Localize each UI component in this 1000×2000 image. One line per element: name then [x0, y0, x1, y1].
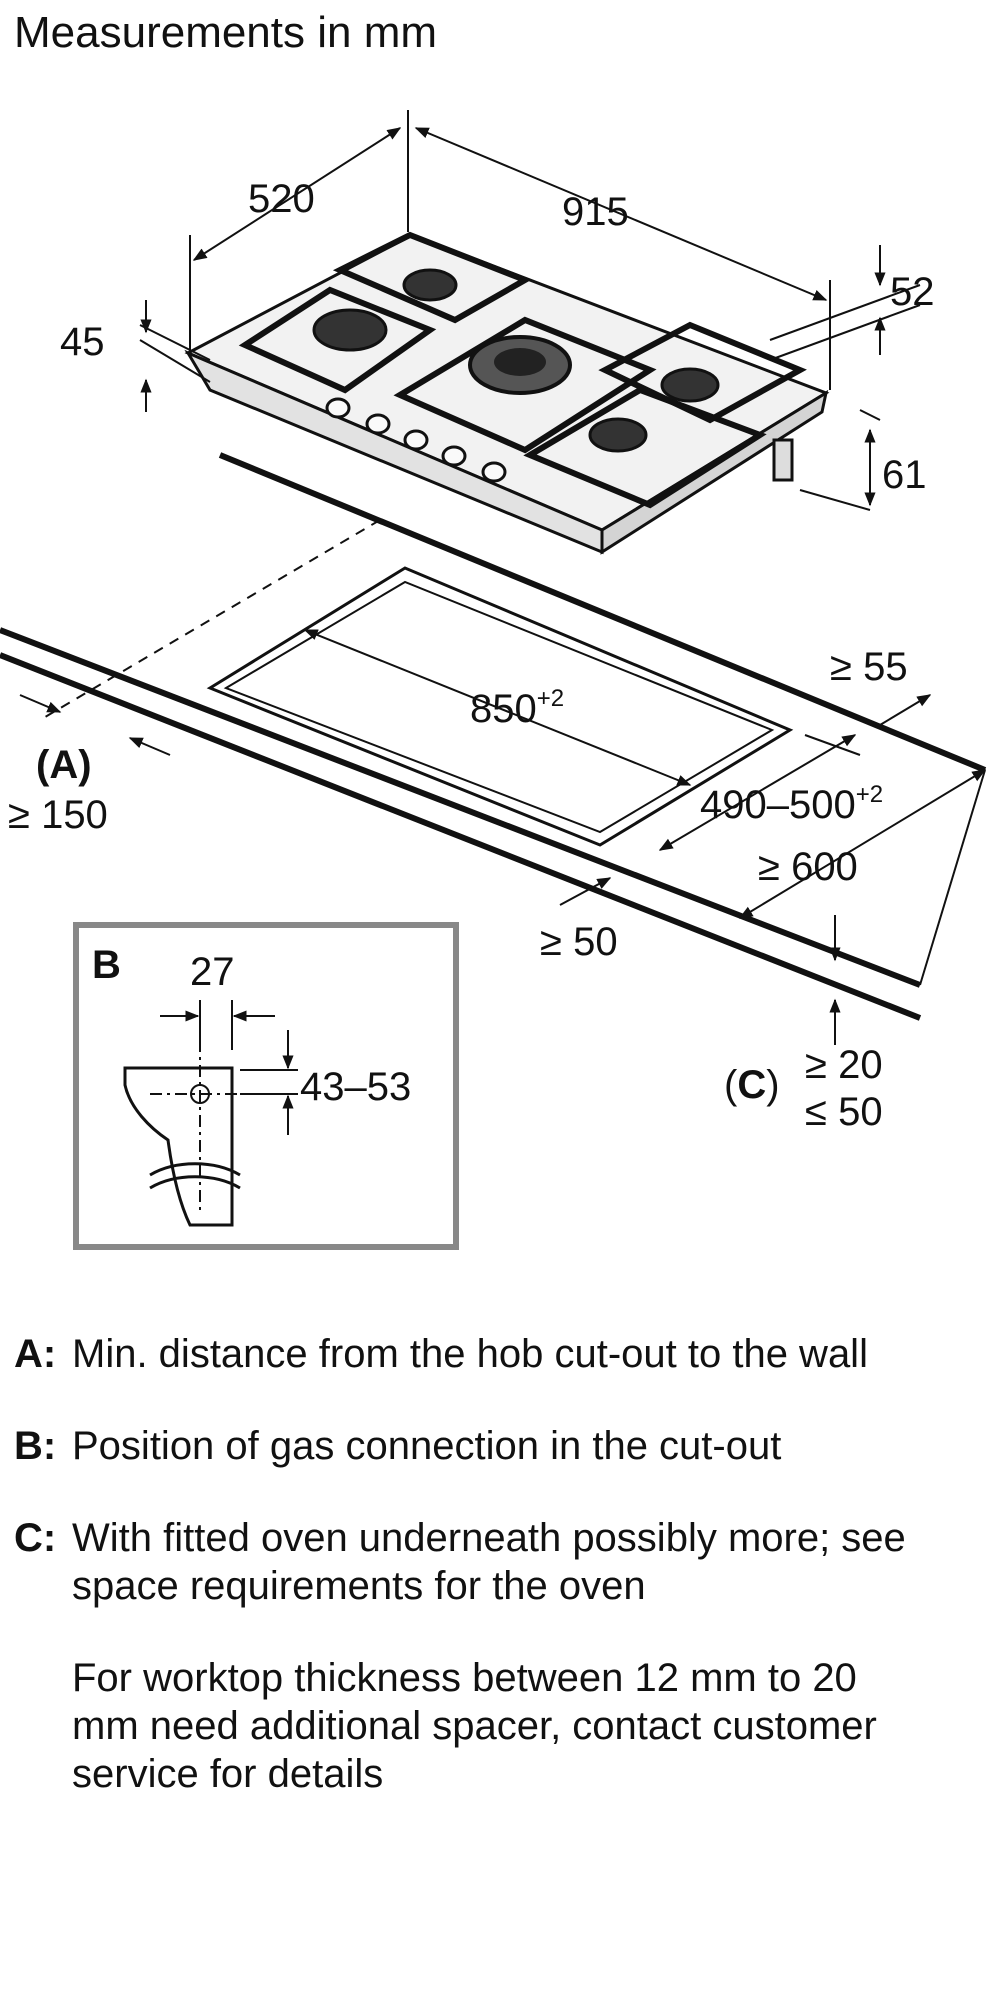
- page-title: Measurements in mm: [14, 8, 438, 57]
- dim-depth: 520: [248, 177, 315, 221]
- detail-b-frame: [73, 922, 459, 1250]
- worktop-dimension-lines: [19, 629, 987, 1045]
- gas-connection-point: [190, 1084, 210, 1104]
- dim-thickness-max: ≤ 50: [805, 1090, 883, 1134]
- knob-4: [441, 445, 467, 467]
- dim-edge-thickness: 45: [60, 320, 105, 364]
- note-text: Min. distance from the hob cut-out to th…: [72, 1332, 868, 1376]
- burners: [312, 268, 720, 453]
- burner-wok-inner: [494, 348, 546, 376]
- detail-b: B 27 43–53: [73, 922, 459, 1250]
- burner-back-left: [402, 268, 458, 302]
- gas-connector: [772, 438, 794, 482]
- label-c: (C): [724, 1063, 780, 1107]
- knob-1: [325, 397, 351, 419]
- dim-thickness-min: ≥ 20: [805, 1043, 883, 1087]
- dim-front-min: ≥ 50: [540, 920, 618, 964]
- hob-drawing: [184, 231, 830, 555]
- detail-b-bracket: [123, 1066, 234, 1227]
- dim-worktop-depth-min: ≥ 600: [758, 845, 858, 889]
- knob-2: [365, 413, 391, 435]
- control-knobs: [325, 397, 507, 483]
- dim-frame-height: 52: [890, 270, 935, 314]
- hob-dimension-lines: [139, 110, 921, 511]
- note-key: B:: [14, 1424, 57, 1468]
- spacer-note: For worktop thickness between 12 mm to 2…: [72, 1656, 877, 1796]
- dim-rear-min: ≥ 55: [830, 645, 908, 689]
- note-text: With fitted oven underneath possibly mor…: [72, 1516, 906, 1608]
- projection-line: [39, 519, 381, 721]
- note-c: C: With fitted oven underneath possibly …: [14, 1514, 974, 1610]
- label-a: (A): [36, 743, 92, 787]
- knob-5: [481, 461, 507, 483]
- burner-front-left: [312, 308, 388, 352]
- detail-b-width: 27: [190, 950, 235, 994]
- detail-b-label: B: [92, 943, 121, 987]
- notes-section: A: Min. distance from the hob cut-out to…: [14, 1330, 974, 1798]
- burner-front-right: [588, 417, 648, 453]
- dim-cutout-depth: 490–500+2: [700, 781, 883, 827]
- note-key: A:: [14, 1332, 57, 1376]
- detail-b-height: 43–53: [300, 1065, 411, 1109]
- dim-width: 915: [562, 190, 629, 234]
- note-text: Position of gas connection in the cut-ou…: [72, 1424, 782, 1468]
- dim-total-height: 61: [882, 453, 927, 497]
- note-b: B: Position of gas connection in the cut…: [14, 1422, 974, 1470]
- dim-wall-min: ≥ 150: [8, 793, 108, 837]
- installation-diagram: 520 915 45 52 61 850+2 490–500+2 ≥ 55 (A…: [0, 110, 987, 1250]
- note-a: A: Min. distance from the hob cut-out to…: [14, 1330, 974, 1378]
- knob-3: [403, 429, 429, 451]
- note-key: C:: [14, 1516, 57, 1560]
- burner-back-right: [660, 367, 720, 403]
- dim-cutout-width: 850+2: [470, 685, 564, 731]
